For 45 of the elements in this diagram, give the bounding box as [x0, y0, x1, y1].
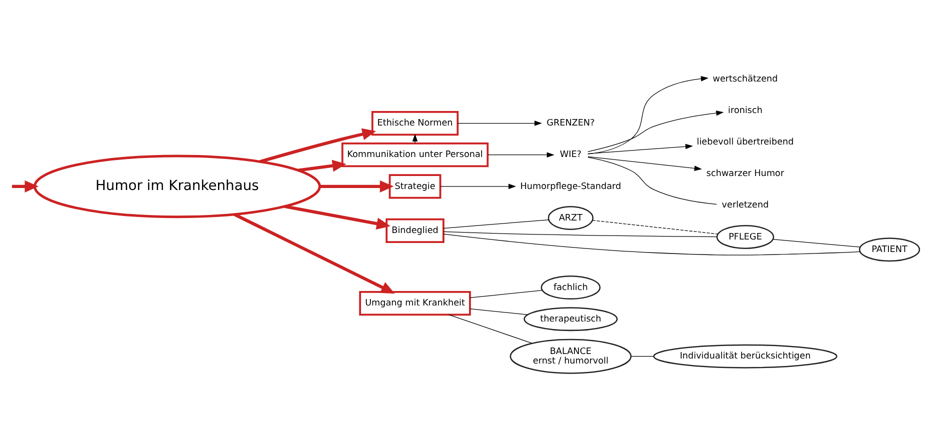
- node-text: wertschätzend: [712, 74, 778, 84]
- arrow: [587, 76, 708, 154]
- node-text: Humorpflege-Standard: [520, 182, 621, 192]
- node-ellipse: fachlich: [540, 275, 600, 300]
- node-ellipse: therapeutisch: [523, 307, 618, 332]
- arrow: [487, 152, 554, 158]
- connector: [442, 231, 717, 238]
- node-ellipse: ARZT: [547, 206, 594, 230]
- connector: [592, 220, 718, 234]
- arrow: [284, 204, 390, 230]
- node-text: verletzend: [721, 200, 768, 211]
- arrow: [232, 212, 394, 294]
- node-ellipse: Humor im Krankenhaus: [32, 154, 320, 218]
- connector: [469, 290, 542, 298]
- arrow: [12, 180, 38, 192]
- node-box: Ethische Normen: [370, 110, 458, 136]
- node-box: Umgang mit Krankheit: [358, 290, 470, 316]
- node-text: liebevoll übertreibend: [696, 138, 794, 148]
- arrow: [259, 128, 376, 164]
- node-text: ironisch: [728, 106, 762, 116]
- arrow: [587, 144, 693, 154]
- node-ellipse: PATIENT: [858, 238, 920, 262]
- node-box: Bindeglied: [385, 218, 444, 243]
- node-text: schwarzer Humor: [706, 169, 784, 180]
- arrow: [319, 180, 394, 192]
- arrow: [457, 120, 542, 126]
- connector: [442, 219, 549, 229]
- connector: [630, 356, 654, 357]
- connector: [448, 314, 532, 344]
- connector: [587, 156, 716, 205]
- arrow: [412, 134, 418, 144]
- node-ellipse: BALANCE ernst / humorvoll: [509, 338, 632, 374]
- arrow: [587, 110, 724, 152]
- connector: [442, 234, 860, 256]
- node-ellipse: Individualität berücksichtigen: [652, 344, 837, 368]
- node-text: GRENZEN?: [546, 118, 594, 129]
- connector: [469, 308, 528, 316]
- node-text: WIE?: [559, 150, 581, 160]
- connector: [772, 239, 860, 248]
- arrow: [439, 184, 516, 190]
- node-box: Strategie: [388, 174, 441, 199]
- node-box: Kommunikation unter Personal: [340, 142, 488, 168]
- arrow: [297, 160, 346, 172]
- arrow: [587, 156, 702, 171]
- node-ellipse: PFLEGE: [716, 224, 774, 249]
